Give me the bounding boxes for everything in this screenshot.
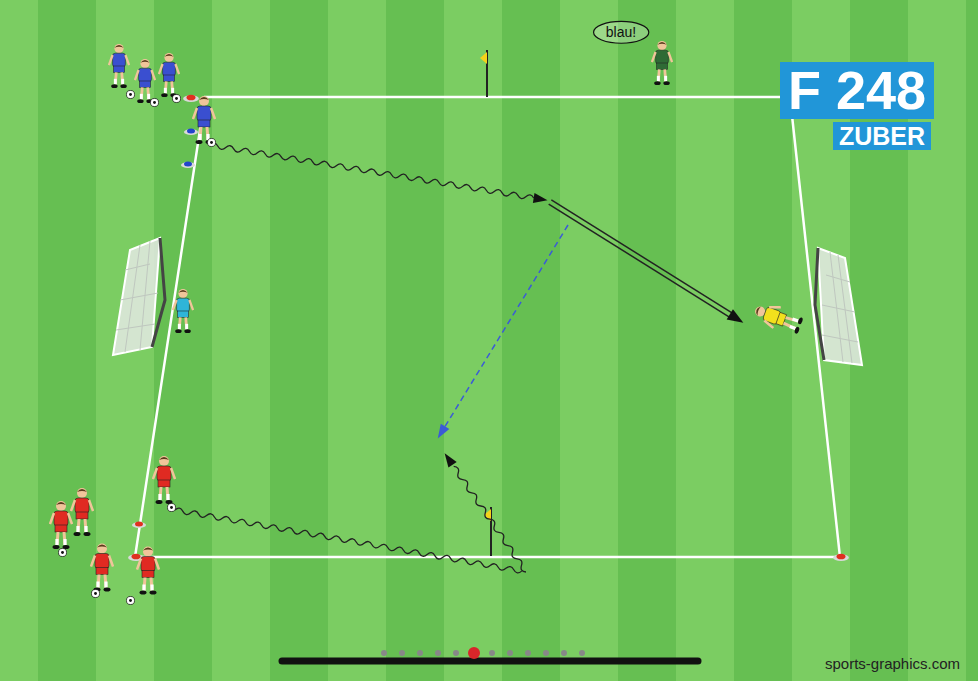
watermark: sports-graphics.com xyxy=(825,655,960,672)
node-text: blau! xyxy=(606,25,636,40)
bubble-ellipse xyxy=(593,21,648,43)
drill-number-badge: F 248 xyxy=(780,62,934,119)
author-badge: ZUBER xyxy=(833,122,931,150)
node-text: F 248 xyxy=(788,62,926,119)
speech-bubble: blau! xyxy=(593,21,649,44)
node-text: ZUBER xyxy=(839,123,925,149)
